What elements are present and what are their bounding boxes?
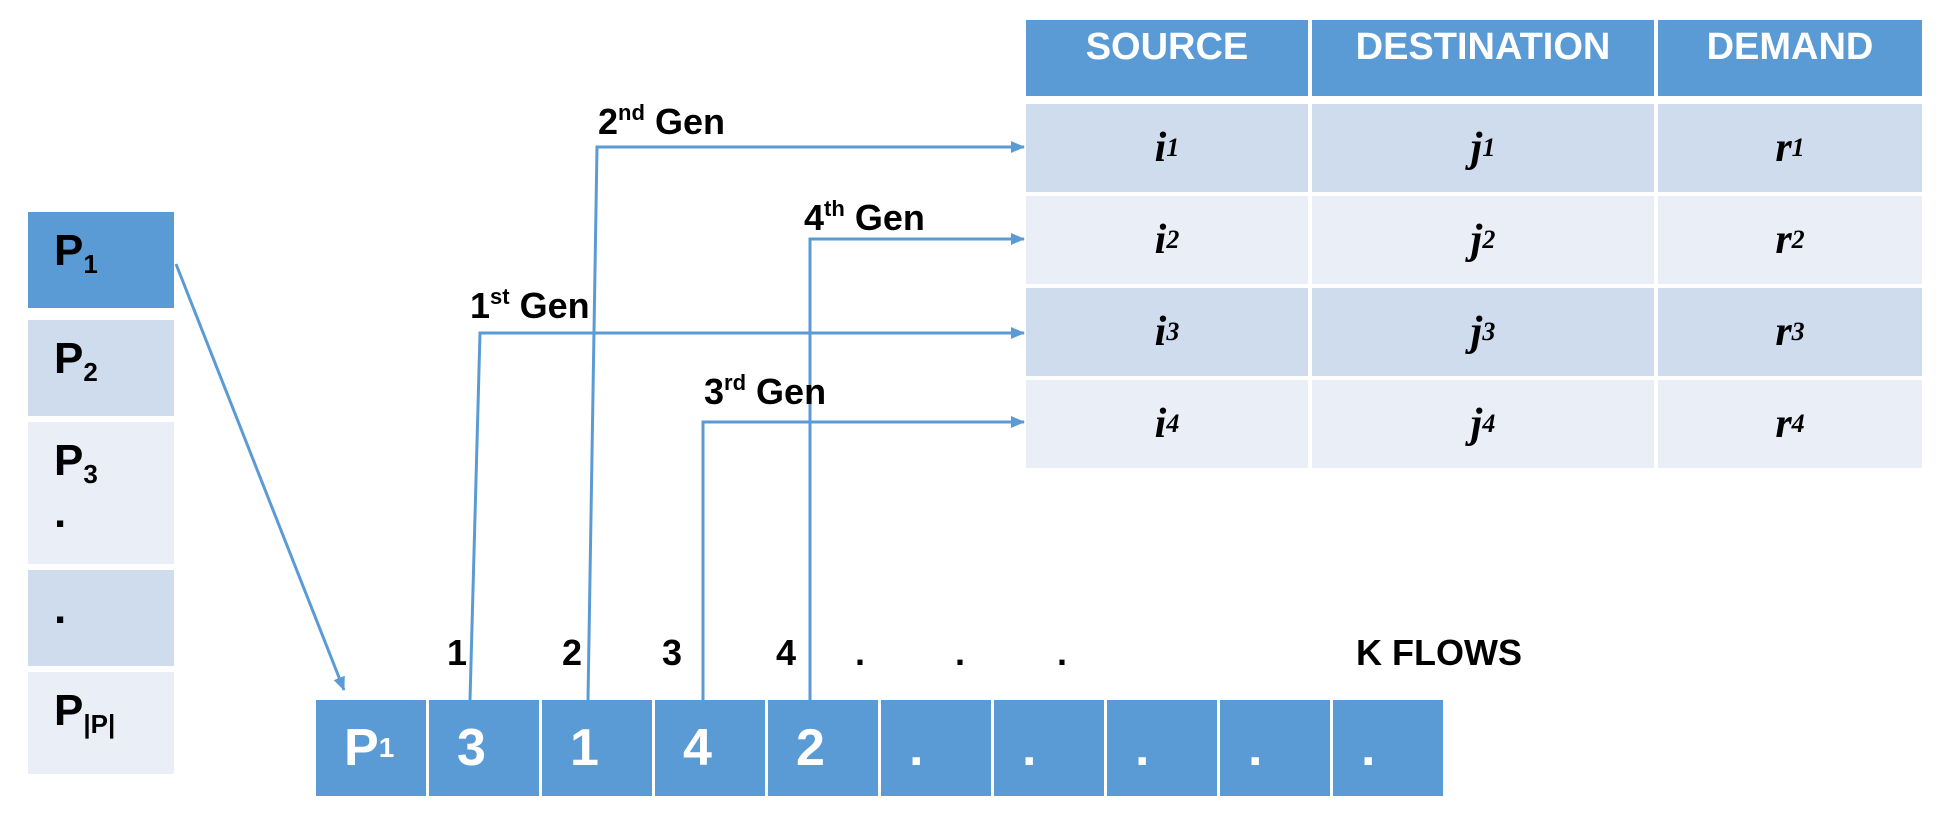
gen-label-2: 2nd Gen xyxy=(598,100,725,142)
k-flows-label: K FLOWS xyxy=(1356,632,1522,673)
population-item-p2: P2 xyxy=(28,320,174,416)
chromosome-gene: . xyxy=(1333,700,1443,796)
chromosome-gene: 4 xyxy=(655,700,765,796)
chromosome-gene: 1 xyxy=(542,700,652,796)
header-demand: DEMAND xyxy=(1658,20,1922,96)
position-label: 3 xyxy=(662,632,683,673)
position-label: . xyxy=(955,632,966,673)
gen4-arrow xyxy=(808,233,1025,700)
ellipsis-dot: . xyxy=(54,488,67,537)
gen-label-3: 3rd Gen xyxy=(704,370,827,412)
position-label: . xyxy=(1057,632,1068,673)
gen1-arrow xyxy=(468,327,1025,701)
selection-arrow xyxy=(174,263,346,691)
chromosome-gene: . xyxy=(1107,700,1217,796)
header-source: SOURCE xyxy=(1026,20,1308,96)
chromosome-gene: 3 xyxy=(429,700,539,796)
header-destination: DESTINATION xyxy=(1312,20,1654,96)
gen3-arrow xyxy=(701,416,1025,700)
chromosome-gene: . xyxy=(1220,700,1330,796)
position-label: 4 xyxy=(776,632,797,673)
position-label: 2 xyxy=(562,632,583,673)
gen-label-4: 4th Gen xyxy=(804,196,925,238)
gen-label-1: 1st Gen xyxy=(470,284,590,326)
chromosome-gene: . xyxy=(881,700,991,796)
gen2-arrow xyxy=(586,141,1025,701)
position-label: 1 xyxy=(447,632,468,673)
population-item-last: P|P| xyxy=(28,672,174,774)
chromosome-gene: . xyxy=(994,700,1104,796)
chromosome-gene: 2 xyxy=(768,700,878,796)
position-label: . xyxy=(855,632,866,673)
population-item-ellipsis: . xyxy=(28,570,174,666)
population-item-p1: P1 xyxy=(28,212,174,308)
population-item-p3: P3 . xyxy=(28,422,174,564)
